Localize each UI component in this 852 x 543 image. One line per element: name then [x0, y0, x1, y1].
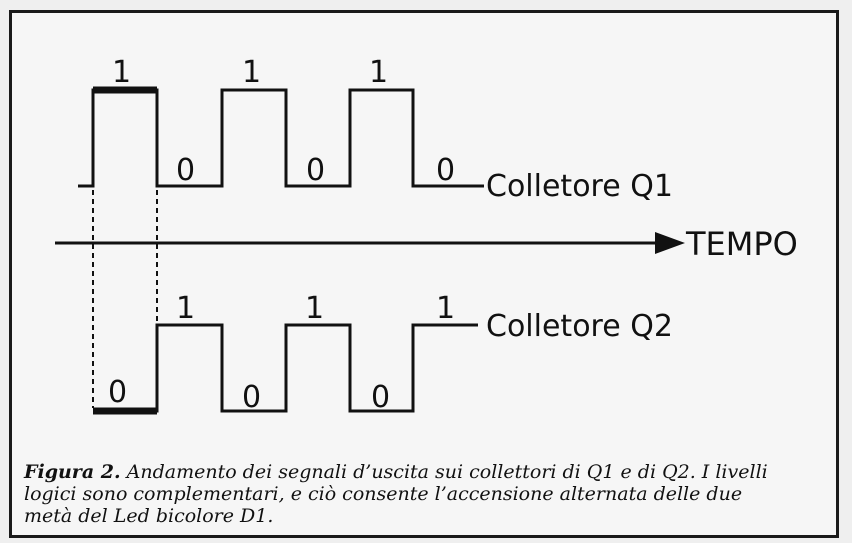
time-axis-label: TEMPO — [685, 225, 798, 263]
q2-level-label: 1 — [436, 291, 455, 326]
q2-level-label: 0 — [242, 380, 261, 415]
caption-text: Andamento dei segnali d’uscita sui colle… — [24, 461, 768, 527]
q1-level-label: 0 — [306, 153, 325, 188]
q2-level-label: 1 — [305, 291, 324, 326]
q2-level-label: 1 — [176, 291, 195, 326]
q1-level-label: 1 — [242, 55, 261, 90]
figure-number: Figura 2. — [24, 461, 121, 483]
figure-frame — [9, 10, 839, 538]
q1-level-label: 1 — [369, 55, 388, 90]
q2-waveform — [93, 323, 478, 413]
q2-trace-label: Colletore Q2 — [486, 309, 673, 344]
q1-level-label: 0 — [176, 153, 195, 188]
time-axis-arrow — [655, 232, 685, 254]
q2-level-label: 0 — [108, 375, 127, 410]
q1-waveform — [78, 88, 475, 188]
q2-level-label: 0 — [371, 380, 390, 415]
figure-caption: Figura 2. Andamento dei segnali d’uscita… — [24, 461, 794, 527]
q1-trace-label: Colletore Q1 — [486, 169, 673, 204]
q1-level-label: 0 — [436, 153, 455, 188]
q1-level-label: 1 — [112, 55, 131, 90]
